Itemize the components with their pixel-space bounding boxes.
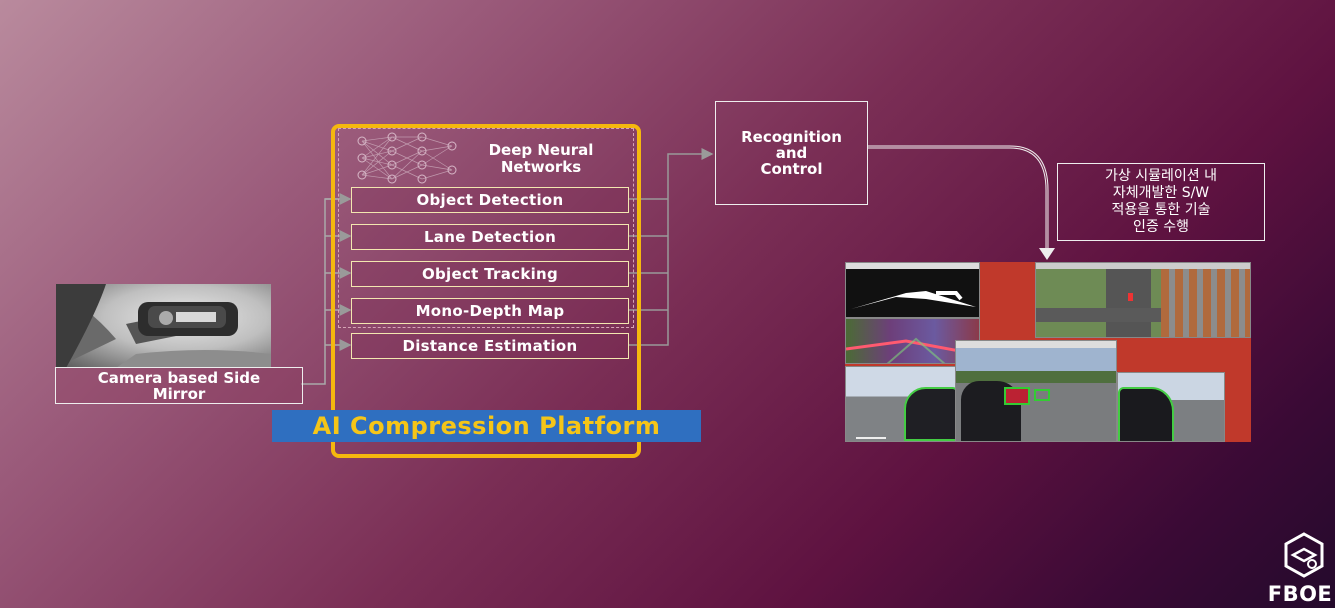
dnn-title-line1: Deep Neural — [488, 141, 594, 159]
lane-detection-box: Lane Detection — [351, 224, 629, 250]
dnn-title: Deep Neural Networks — [466, 142, 616, 176]
ai-compression-platform-frame — [331, 124, 641, 458]
object-detection-box: Object Detection — [351, 187, 629, 213]
camera-mirror-illustration — [56, 284, 271, 368]
top-down-map-view — [1035, 262, 1251, 338]
camera-mirror-photo — [56, 284, 271, 368]
platform-title: AI Compression Platform — [272, 410, 701, 442]
camera-label-line1: Camera based Side — [97, 368, 261, 387]
korean-note-box: 가상 시뮬레이션 내 자체개발한 S/W 적용을 통한 기술 인증 수행 — [1057, 163, 1265, 241]
simulation-screenshots — [845, 262, 1251, 442]
dnn-group-frame — [338, 128, 634, 328]
distance-estimation-box: Distance Estimation — [351, 333, 629, 359]
camera-view-center — [955, 340, 1117, 442]
lane-mask-view — [845, 262, 980, 318]
camera-label-line2: Mirror — [152, 384, 206, 403]
neural-network-icon — [357, 132, 457, 184]
cube-logo-icon — [1284, 532, 1324, 578]
dnn-title-line2: Networks — [500, 158, 582, 176]
object-tracking-box: Object Tracking — [351, 261, 629, 287]
recognition-control-box: Recognition and Control — [715, 101, 868, 205]
camera-side-mirror-label: Camera based Side Mirror — [55, 367, 303, 404]
camera-view-right — [1117, 372, 1225, 442]
logo-text: FBOE — [1267, 582, 1333, 606]
camera-view-left — [845, 366, 957, 442]
mono-depth-map-box: Mono-Depth Map — [351, 298, 629, 324]
